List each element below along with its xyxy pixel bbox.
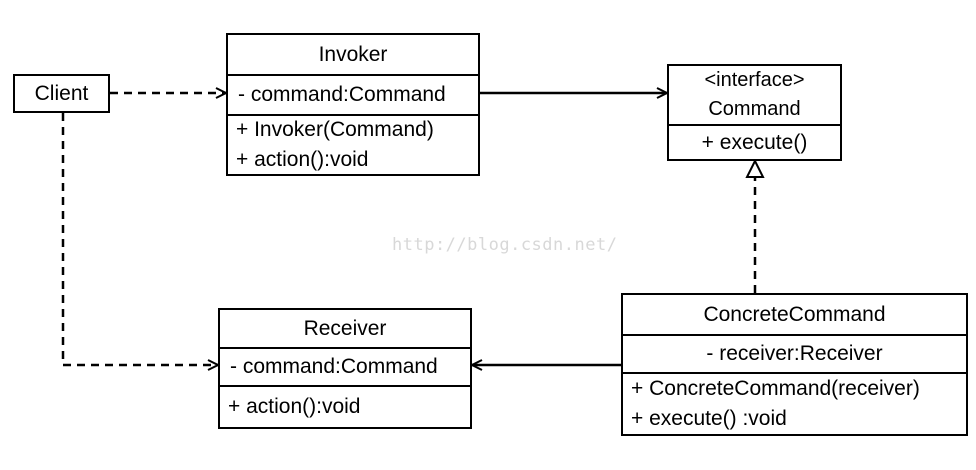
receiver-operation: + action():void	[228, 395, 361, 418]
invoker-operations: + Invoker(Command) + action():void	[228, 114, 478, 174]
concretecommand-class[interactable]: ConcreteCommand - receiver:Receiver + Co…	[621, 293, 968, 436]
client-receiver-dependency	[61, 113, 218, 365]
invoker-operation: + Invoker(Command)	[236, 118, 434, 141]
watermark: http://blog.csdn.net/	[392, 235, 618, 255]
invoker-operation: + action():void	[236, 148, 369, 171]
command-title: Command	[708, 98, 801, 120]
command-header: <interface> Command	[669, 66, 840, 124]
realization-triangle-icon	[745, 158, 765, 178]
client-class[interactable]: Client	[13, 74, 110, 113]
concretecommand-operations: + ConcreteCommand(receiver) + execute() …	[623, 372, 966, 434]
client-title: Client	[34, 81, 89, 105]
concretecommand-title: ConcreteCommand	[703, 302, 886, 326]
command-interface[interactable]: <interface> Command + execute()	[667, 64, 842, 161]
concretecommand-operation: + execute() :void	[631, 407, 787, 430]
receiver-class[interactable]: Receiver - command:Command + action():vo…	[218, 308, 472, 429]
receiver-operations: + action():void	[220, 385, 470, 427]
invoker-attribute: - command:Command	[228, 74, 478, 114]
invoker-class[interactable]: Invoker - command:Command + Invoker(Comm…	[226, 33, 480, 176]
concretecommand-attribute: - receiver:Receiver	[623, 334, 966, 372]
receiver-title: Receiver	[303, 316, 387, 340]
concretecommand-operation: + ConcreteCommand(receiver)	[631, 377, 920, 400]
command-stereotype: <interface>	[704, 69, 805, 91]
command-operations: + execute()	[669, 124, 840, 159]
command-operation: + execute()	[701, 130, 808, 154]
invoker-title: Invoker	[318, 42, 388, 66]
receiver-attribute: - command:Command	[220, 347, 470, 385]
